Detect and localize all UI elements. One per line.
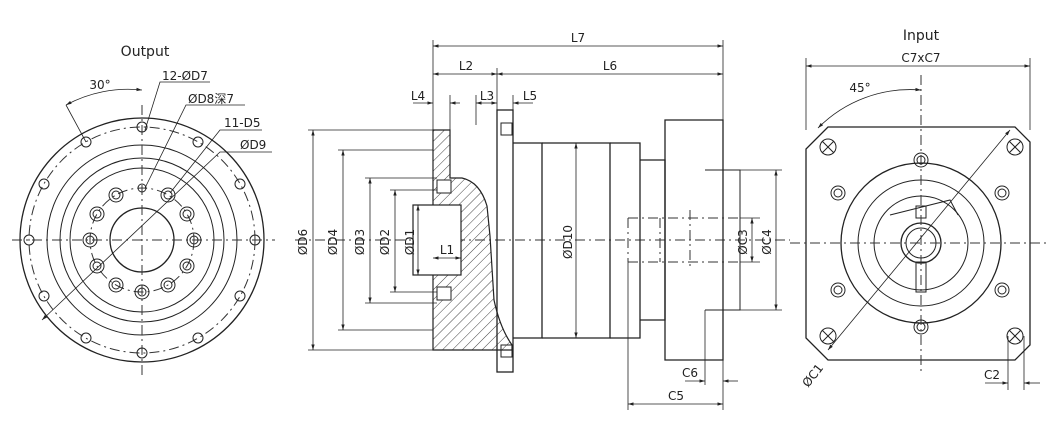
output-inner-holes bbox=[82, 183, 202, 300]
outer-hole bbox=[80, 332, 92, 344]
label-l3: L3 bbox=[480, 89, 494, 103]
label-l5: L5 bbox=[523, 89, 537, 103]
input-clamp-slot bbox=[889, 199, 959, 216]
input-pilot bbox=[705, 169, 741, 311]
label-12-d7: 12-ØD7 bbox=[162, 69, 208, 83]
output-shaft-bore bbox=[412, 204, 462, 276]
outer-hole bbox=[249, 234, 261, 246]
outer-hole bbox=[192, 136, 204, 148]
label-l7: L7 bbox=[571, 31, 585, 45]
angle-30-arc bbox=[65, 87, 143, 106]
leader-d5 bbox=[169, 129, 262, 194]
leader-d8 bbox=[144, 104, 245, 189]
tapped-hole-upper bbox=[436, 179, 452, 194]
body-section-3 bbox=[610, 142, 641, 339]
label-c4: ØC4 bbox=[760, 229, 774, 254]
output-title: Output bbox=[121, 44, 170, 60]
angle-45-arc bbox=[817, 87, 922, 129]
label-d9: ØD9 bbox=[240, 138, 266, 152]
flange-hole-upper bbox=[500, 122, 513, 136]
label-l2: L2 bbox=[459, 59, 473, 73]
label-d3: ØD3 bbox=[353, 229, 367, 255]
tapped-hole-lower bbox=[436, 286, 452, 301]
angle-45-label: 45° bbox=[849, 81, 870, 95]
mounting-flange bbox=[496, 109, 514, 373]
label-c2: C2 bbox=[984, 368, 1000, 382]
leader-d9 bbox=[41, 151, 272, 321]
label-l1: L1 bbox=[440, 243, 454, 257]
dim-c1 bbox=[827, 129, 1011, 351]
label-l6: L6 bbox=[603, 59, 617, 73]
label-c3: ØC3 bbox=[736, 229, 750, 254]
label-c6: C6 bbox=[682, 366, 698, 380]
label-c1: ØC1 bbox=[799, 361, 826, 390]
output-view: Output bbox=[12, 44, 275, 375]
input-title: Input bbox=[903, 28, 940, 44]
label-d6: ØD6 bbox=[296, 229, 310, 255]
outer-hole bbox=[80, 136, 92, 148]
outer-hole bbox=[192, 332, 204, 344]
label-d8-depth: ØD8深7 bbox=[188, 92, 234, 106]
outer-hole bbox=[38, 178, 50, 190]
input-view: Input C bbox=[790, 28, 1050, 390]
output-housing-section bbox=[432, 129, 513, 351]
outer-hole bbox=[234, 290, 246, 302]
label-11-d5: 11-D5 bbox=[224, 116, 260, 130]
label-d10: ØD10 bbox=[561, 225, 575, 259]
outer-hole bbox=[136, 121, 148, 133]
label-d2: ØD2 bbox=[378, 229, 392, 255]
label-d4: ØD4 bbox=[326, 229, 340, 255]
label-c7: C7xC7 bbox=[901, 51, 940, 65]
label-d1: ØD1 bbox=[403, 229, 417, 255]
input-square-flange bbox=[805, 126, 1031, 361]
side-view: L7 L2 L6 L4 L3 L5 ØD6 ØD4 ØD3 ØD2 bbox=[295, 31, 790, 410]
outer-hole bbox=[38, 290, 50, 302]
angle-30-label: 30° bbox=[89, 78, 110, 92]
outer-hole bbox=[234, 178, 246, 190]
input-adapter bbox=[664, 119, 724, 361]
body-section-1 bbox=[513, 142, 543, 339]
leader-d7 bbox=[144, 81, 210, 131]
flange-hole-lower bbox=[500, 344, 513, 358]
output-outer-holes bbox=[23, 121, 261, 359]
label-c5: C5 bbox=[668, 389, 684, 403]
label-l4: L4 bbox=[411, 89, 425, 103]
outer-hole bbox=[23, 234, 35, 246]
outer-hole bbox=[136, 347, 148, 359]
